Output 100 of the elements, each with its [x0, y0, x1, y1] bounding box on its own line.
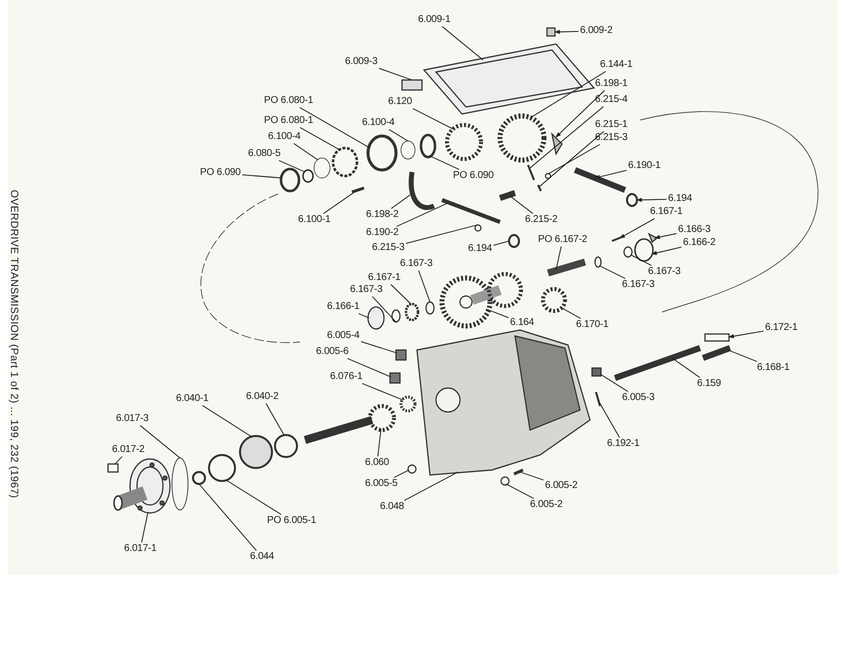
- gasket-drawing: [401, 79, 423, 91]
- leader-line: [202, 405, 252, 438]
- leader-line: [520, 472, 544, 480]
- snap-ring-drawing: [192, 471, 206, 485]
- ball-drawing: [544, 172, 552, 180]
- callout-number: 6.120: [388, 96, 412, 108]
- callout-number: 6.190-1: [628, 160, 661, 172]
- callout-number: 6.017-3: [116, 413, 149, 425]
- ring-drawing: [420, 134, 436, 158]
- callout-number: 6.192-1: [607, 438, 640, 450]
- callout-number: 6.167-3: [622, 279, 655, 291]
- leader-line: [323, 190, 356, 214]
- leader-line: [442, 26, 484, 60]
- leader-line: [266, 403, 284, 436]
- snap-ring-drawing: [208, 454, 236, 482]
- leader-line: [598, 400, 620, 438]
- leader-line: [377, 428, 382, 457]
- cover-plate-drawing: [422, 43, 596, 115]
- leader-line: [530, 71, 606, 118]
- callout-number: 6.215-3: [372, 242, 405, 254]
- callout-number: PO 6.090: [453, 170, 494, 182]
- callout-number: 6.144-1: [600, 59, 633, 71]
- ring-drawing: [314, 158, 330, 178]
- leader-line: [378, 68, 412, 80]
- leader-line: [654, 233, 677, 240]
- leader-line: [594, 170, 627, 179]
- synchro-hub-drawing: [332, 146, 358, 178]
- input-shaft-drawing: [304, 404, 396, 444]
- callout-number: 6.005-3: [622, 392, 655, 404]
- callout-number: 6.194: [468, 243, 492, 255]
- washer-drawing: [407, 464, 417, 474]
- thrust-washer-drawing: [634, 238, 654, 262]
- pin-drawing: [537, 184, 542, 192]
- leader-line: [636, 198, 667, 202]
- leader-line: [620, 218, 656, 238]
- gasket-drawing: [172, 458, 188, 510]
- plug-drawing: [389, 372, 401, 384]
- leader-line: [562, 308, 582, 319]
- leader-line: [360, 341, 398, 354]
- callout-number: 6.166-1: [327, 301, 360, 313]
- leader-line: [630, 254, 652, 266]
- leader-line: [198, 484, 257, 551]
- callout-number: 6.159: [697, 378, 722, 390]
- leader-line: [390, 194, 410, 209]
- gear-drawing: [400, 396, 416, 412]
- callout-number: PO 6.167-2: [538, 234, 588, 246]
- rod-drawing: [702, 345, 732, 361]
- shaft-drawing: [614, 345, 701, 381]
- leader-line: [396, 202, 448, 227]
- leader-line: [114, 456, 123, 464]
- callout-number: 6.215-4: [595, 94, 628, 106]
- callout-number: 6.215-2: [525, 214, 558, 226]
- callout-number: 6.167-3: [350, 284, 383, 296]
- shift-shaft-drawing: [574, 167, 626, 193]
- leader-line: [140, 425, 180, 458]
- leader-line: [728, 350, 758, 362]
- gear-drawing: [498, 114, 546, 162]
- callout-number: 6.166-3: [678, 224, 711, 236]
- leader-line: [404, 472, 458, 501]
- callout-number: 6.215-1: [595, 119, 628, 131]
- needle-bearing-drawing: [404, 302, 420, 322]
- thrust-washer-drawing: [367, 306, 385, 330]
- leader-line: [300, 127, 340, 150]
- bar-drawing: [704, 333, 730, 342]
- leader-line: [506, 484, 534, 499]
- pin-drawing: [527, 164, 535, 180]
- bolt-drawing: [107, 463, 119, 473]
- callout-number: 6.080-5: [248, 148, 281, 160]
- leader-line: [418, 270, 430, 302]
- lug-drawing: [648, 232, 658, 243]
- callout-number: 6.172-1: [765, 322, 798, 334]
- callout-number: 6.167-3: [400, 258, 433, 270]
- leader-line: [362, 383, 404, 400]
- callout-number: 6.168-1: [757, 362, 790, 374]
- leader-line: [554, 30, 579, 34]
- o-ring-drawing: [626, 193, 638, 207]
- leader-line: [242, 174, 282, 178]
- leader-line: [510, 196, 534, 214]
- plug-drawing: [395, 349, 407, 361]
- callout-number: 6.048: [380, 501, 404, 513]
- leader-line: [556, 90, 605, 138]
- callout-number: 6.009-3: [345, 56, 378, 68]
- callout-number: 6.170-1: [576, 319, 609, 331]
- ball-bearing-drawing: [239, 435, 273, 469]
- shift-finger-drawing: [551, 132, 563, 156]
- callout-number: 6.044: [250, 551, 274, 563]
- leader-line: [493, 240, 510, 246]
- bolt-drawing: [546, 27, 556, 37]
- tube-drawing: [547, 258, 586, 276]
- leader-line: [538, 131, 604, 188]
- leader-line: [651, 246, 682, 255]
- ring-drawing: [280, 168, 300, 192]
- bolt-drawing: [513, 468, 524, 476]
- plug-drawing: [591, 367, 602, 377]
- callout-number: 6.005-2: [545, 480, 578, 492]
- callout-number: 6.009-2: [580, 25, 613, 37]
- callout-number: 6.215-3: [595, 132, 628, 144]
- vertical-title: OVERDRIVE TRANSMISSION (Part 1 of 2) ... 199, 232 (1967): [8, 188, 20, 500]
- leader-line: [672, 358, 700, 378]
- callout-number: 6.100-4: [362, 117, 395, 129]
